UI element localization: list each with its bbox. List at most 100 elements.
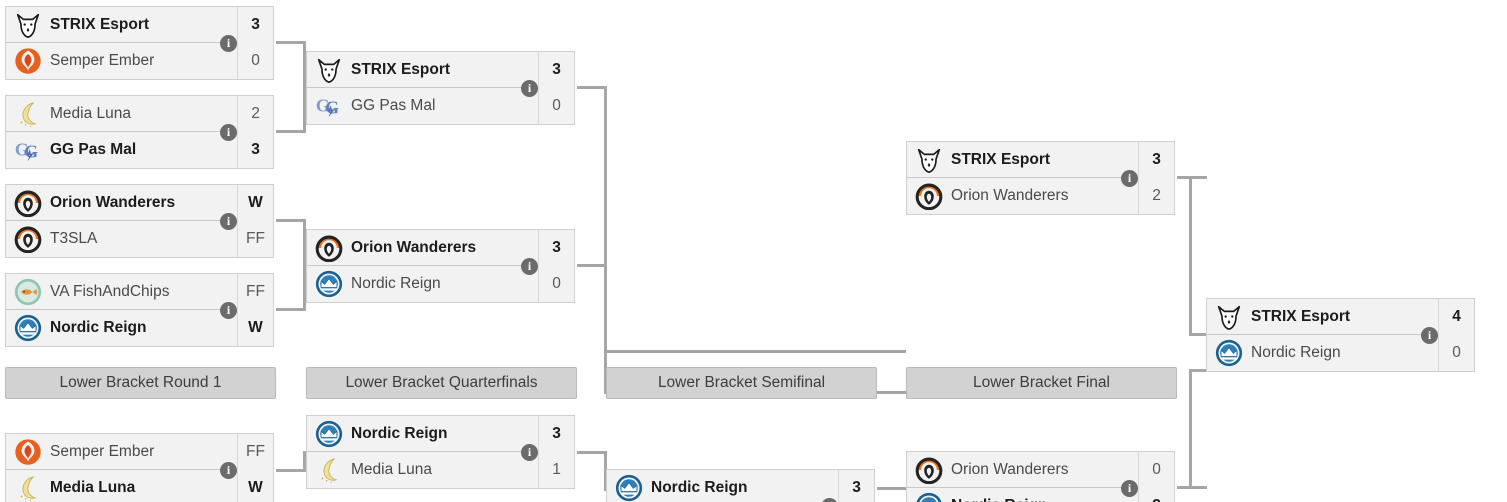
team-score: 4	[1438, 298, 1474, 335]
bracket-connector	[276, 308, 306, 311]
team-score: 2	[1138, 178, 1174, 214]
bracket-connector	[303, 219, 306, 311]
strix-fox-logo	[6, 7, 50, 43]
match-info-icon[interactable]: i	[521, 258, 538, 275]
team-name: STRIX Esport	[1251, 307, 1351, 325]
team-score: 0	[1438, 335, 1474, 371]
match-info-icon[interactable]: i	[521, 444, 538, 461]
overwatch-t3sla-logo	[6, 221, 50, 257]
bracket-connector	[1189, 369, 1207, 372]
bracket-connector	[577, 451, 607, 454]
media-luna-moon-logo	[6, 96, 50, 132]
team-name: Orion Wanderers	[951, 187, 1069, 204]
team-score: W	[237, 470, 273, 502]
bracket-connector	[303, 41, 306, 133]
team-score: 1	[538, 452, 574, 488]
team-name: Orion Wanderers	[50, 193, 176, 211]
semper-ember-phoenix-logo	[6, 43, 50, 79]
match-info-icon[interactable]: i	[220, 35, 237, 52]
match-info-icon[interactable]: i	[1121, 170, 1138, 187]
overwatch-orion-logo	[6, 185, 50, 221]
team-name: Semper Ember	[50, 442, 155, 460]
team-name: STRIX Esport	[351, 60, 451, 78]
media-luna-moon-logo	[6, 470, 50, 502]
match-info-icon[interactable]: i	[1121, 480, 1138, 497]
gg-pas-mal-logo: G G	[6, 132, 50, 168]
overwatch-orion-logo	[907, 178, 951, 214]
team-score: 2	[237, 95, 273, 132]
match-info-icon[interactable]: i	[220, 302, 237, 319]
match-info-icon[interactable]: i	[220, 124, 237, 141]
team-name: Media Luna	[50, 104, 132, 122]
team-name: STRIX Esport	[951, 150, 1051, 168]
bracket-connector	[1189, 333, 1207, 336]
nordic-reign-crown-logo	[307, 416, 351, 452]
team-score: 3	[538, 229, 574, 266]
nordic-reign-crown-logo	[6, 310, 50, 346]
match-info-icon[interactable]: i	[521, 80, 538, 97]
team-score: 3	[538, 415, 574, 452]
team-name: Media Luna	[50, 479, 136, 496]
team-score: W	[237, 184, 273, 221]
match-info-icon[interactable]: i	[220, 213, 237, 230]
round-header-lb-r1: Lower Bracket Round 1	[5, 367, 276, 399]
gg-pas-mal-logo: G G	[307, 88, 351, 124]
svg-text:G: G	[15, 140, 29, 160]
team-name: Nordic Reign	[351, 275, 441, 292]
team-score: FF	[237, 221, 273, 257]
bracket-connector	[877, 487, 907, 490]
team-score: 3	[1138, 488, 1174, 502]
team-name: Orion Wanderers	[351, 238, 477, 256]
bracket-connector	[604, 86, 607, 352]
svg-text:G: G	[325, 98, 339, 118]
bracket-connector	[276, 41, 306, 44]
team-score: W	[237, 310, 273, 346]
bracket-connector	[577, 86, 607, 89]
bracket-connector	[604, 350, 906, 353]
bracket-connector	[276, 469, 306, 472]
strix-fox-logo	[1207, 299, 1251, 335]
team-name: Semper Ember	[50, 52, 155, 69]
svg-text:G: G	[24, 142, 38, 162]
overwatch-orion-logo	[907, 452, 951, 488]
team-name: Nordic Reign	[351, 424, 448, 442]
bracket-connector	[1189, 176, 1192, 334]
team-score: 3	[237, 6, 273, 43]
team-score: 3	[237, 132, 273, 168]
bracket-connector	[604, 264, 607, 394]
match-row-top[interactable]: Nordic Reign 3	[607, 469, 874, 502]
bracket-connector	[276, 130, 306, 133]
team-name: Nordic Reign	[651, 478, 748, 496]
bracket-connector	[577, 264, 607, 267]
team-score: 3	[838, 469, 874, 502]
match-info-icon[interactable]: i	[220, 462, 237, 479]
team-name: GG Pas Mal	[351, 97, 436, 114]
team-name: T3SLA	[50, 230, 98, 247]
team-name: Nordic Reign	[951, 497, 1138, 502]
match-info-icon[interactable]: i	[821, 498, 838, 502]
round-header-lb-f: Lower Bracket Final	[906, 367, 1177, 399]
match-info-icon[interactable]: i	[1421, 327, 1438, 344]
team-score: 3	[1138, 141, 1174, 178]
overwatch-orion-logo	[307, 230, 351, 266]
round-header-lb-sf: Lower Bracket Semifinal	[606, 367, 877, 399]
nordic-reign-crown-logo	[907, 488, 951, 502]
semper-ember-phoenix-logo	[6, 434, 50, 470]
